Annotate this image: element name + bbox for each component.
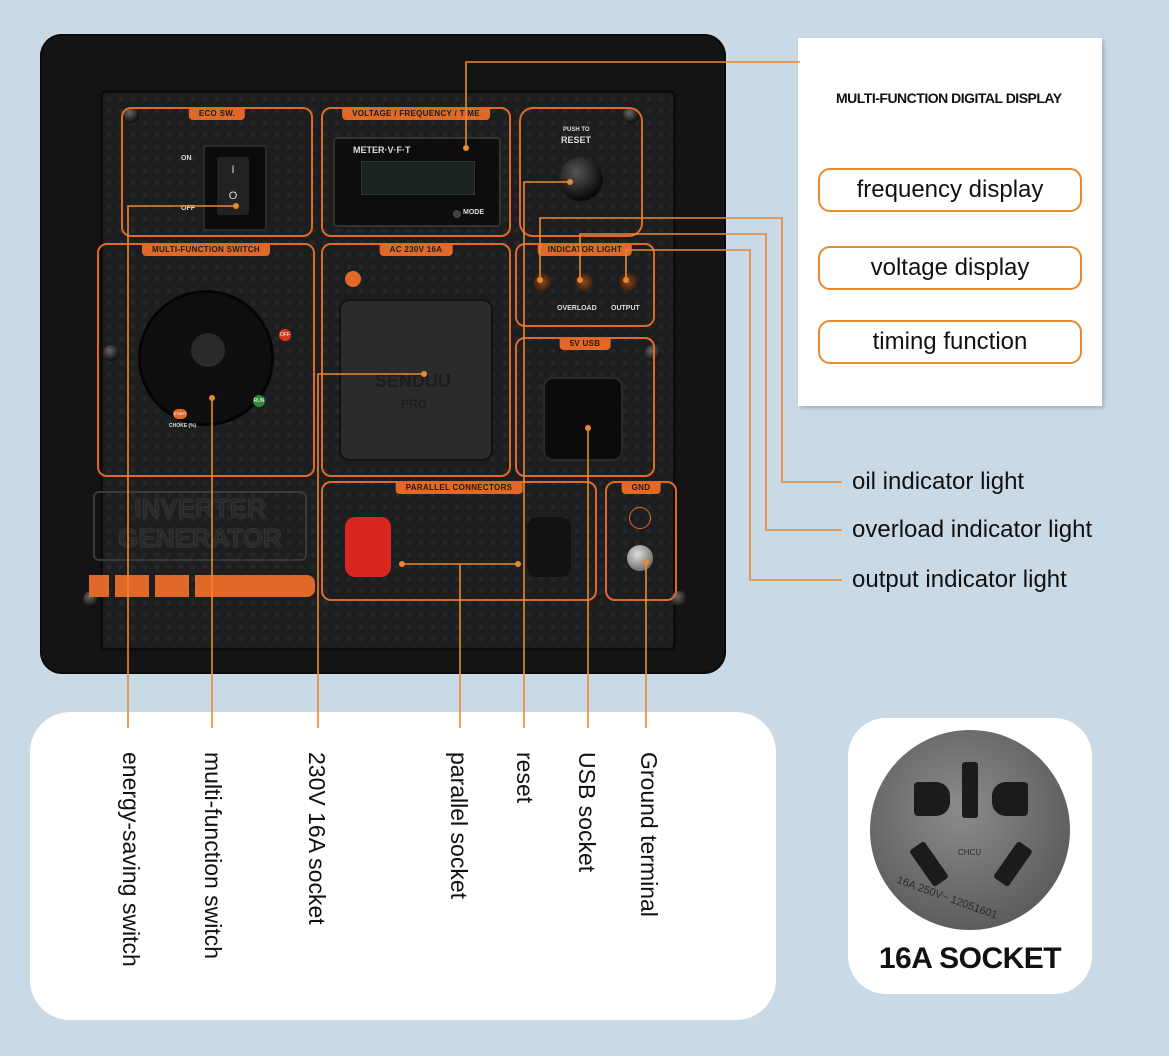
meter-section: VOLTAGE / FREQUENCY / TIME METER·V·F·T M…: [321, 107, 511, 237]
usb-socket-cover[interactable]: [545, 379, 621, 459]
usb-title: 5V USB: [559, 337, 611, 350]
control-faceplate: ECO SW. ON OFF I O VOLTAGE / FREQUENCY /…: [83, 90, 687, 651]
parallel-black-cap[interactable]: [527, 517, 571, 577]
indicator-title: INDICATOR LIGHT: [537, 243, 633, 256]
reset-label: RESET: [561, 135, 592, 145]
brand-line-1: INVERTER: [134, 493, 266, 523]
run-position-label: RUN: [253, 395, 265, 407]
leader-line-oil: [539, 217, 842, 483]
parallel-section: PARALLEL CONNECTORS: [321, 481, 597, 601]
leader-line-eco: [127, 205, 236, 728]
callout-heading: MULTI-FUNCTION DIGITAL DISPLAY: [836, 90, 1062, 106]
mode-button-label: MODE: [463, 209, 484, 216]
leader-line-display: [465, 61, 800, 148]
callout-item-timing: timing function: [818, 320, 1082, 364]
mode-button[interactable]: [453, 210, 461, 218]
overload-label: OVERLOAD: [557, 305, 597, 312]
reset-button[interactable]: [559, 157, 603, 201]
eco-off-label: OFF: [181, 205, 195, 212]
ground-icon: [629, 507, 651, 529]
digital-display: METER·V·F·T MODE: [333, 137, 501, 227]
multi-switch-title: MULTI-FUNCTION SWITCH: [142, 243, 270, 256]
socket-face: CHCU 16A 250V~ 12051601: [870, 730, 1070, 930]
display-callout-box: MULTI-FUNCTION DIGITAL DISPLAY frequency…: [798, 38, 1102, 406]
parallel-red-cap[interactable]: [345, 517, 391, 577]
meter-title: VOLTAGE / FREQUENCY / TIME: [342, 107, 490, 120]
indicator-light-section: INDICATOR LIGHT OVERLOAD OUTPUT: [515, 243, 655, 327]
leader-line-reset: [523, 181, 570, 728]
callout-item-voltage: voltage display: [818, 246, 1082, 290]
parallel-title: PARALLEL CONNECTORS: [395, 481, 523, 494]
leader-line-ac: [317, 373, 424, 728]
leader-line-output: [625, 249, 842, 581]
callout-item-frequency: frequency display: [818, 168, 1082, 212]
ground-terminal[interactable]: [627, 545, 653, 571]
oil-indicator-label: oil indicator light: [852, 468, 1025, 495]
usb-section: 5V USB: [515, 337, 655, 477]
eco-switch-title: ECO SW.: [188, 107, 246, 120]
leader-line-overload: [579, 233, 842, 531]
screw-icon: [103, 345, 119, 361]
socket-caption: 16A SOCKET: [878, 942, 1062, 975]
multi-switch-section: MULTI-FUNCTION SWITCH OFF RUN START CHOK…: [97, 243, 315, 477]
meter-brand: METER·V·F·T: [353, 145, 411, 155]
switch-on-symbol: I: [231, 164, 235, 176]
gnd-section: GND: [605, 481, 677, 601]
socket-sub: PRO: [401, 397, 428, 411]
ac-socket-title: AC 230V 16A: [379, 243, 453, 256]
output-indicator-label: output indicator light: [852, 566, 1067, 593]
ac-socket-section: AC 230V 16A SENDUU PRO: [321, 243, 511, 477]
push-to-label: PUSH TO: [563, 127, 590, 133]
switch-off-symbol: O: [228, 190, 238, 202]
overload-indicator-label: overload indicator light: [852, 516, 1093, 543]
socket-imprint-brand: CHCU: [958, 848, 982, 857]
socket-right-slot: [992, 782, 1028, 816]
eco-on-label: ON: [181, 155, 192, 162]
brand-plate: INVERTER GENERATOR: [93, 491, 307, 561]
multi-function-knob[interactable]: [141, 293, 271, 423]
reset-section: PUSH TO RESET: [519, 107, 643, 237]
socket-brand: SENDUU: [375, 371, 452, 391]
off-position-label: OFF: [279, 329, 291, 341]
output-label: OUTPUT: [611, 305, 640, 312]
start-position-label: START: [173, 409, 187, 419]
lcd-screen: [361, 161, 475, 195]
socket-left-slot: [914, 782, 950, 816]
choke-label: CHOKE (%): [169, 423, 197, 429]
bottom-label-box: [30, 712, 776, 1020]
ac-socket-cover[interactable]: SENDUU PRO: [341, 301, 491, 459]
orange-stripes: [89, 575, 315, 597]
gnd-title: GND: [621, 481, 661, 494]
socket-center-slot: [962, 762, 978, 818]
brand-line-2: GENERATOR: [118, 523, 282, 553]
warning-icon: [345, 271, 361, 287]
